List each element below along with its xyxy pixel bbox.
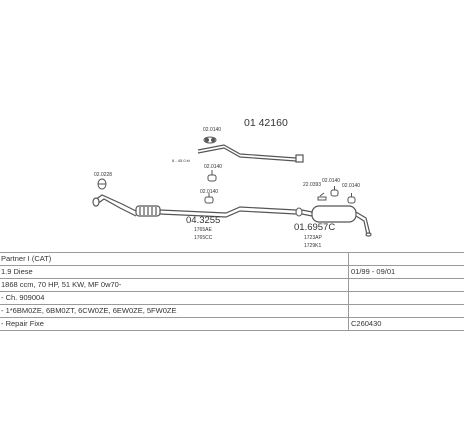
info-row: - 1*6BM0ZE, 6BM0ZT, 6CW0ZE, 6EW0ZE, 5FW0… — [0, 304, 464, 318]
connector-clamp-icon — [295, 207, 303, 217]
clamp-icon — [97, 178, 107, 190]
vehicle-info-table: Partner I (CAT) 1.9 Diese 01/99 - 09/01 … — [0, 252, 464, 331]
part-label-4: 02.0140 — [200, 189, 218, 195]
info-row: 1.9 Diese 01/99 - 09/01 — [0, 265, 464, 279]
info-row-right — [348, 304, 464, 318]
clamp-icon — [317, 192, 327, 201]
info-row-left: 1868 ccm, 70 HP, 51 KW, MF 0w70- — [0, 278, 349, 292]
info-row-left: - Ch. 909004 — [0, 291, 349, 305]
info-row-left: - 1*6BM0ZE, 6BM0ZT, 6CW0ZE, 6EW0ZE, 5FW0… — [0, 304, 349, 318]
part-label-7: 02.0140 — [342, 183, 360, 189]
info-row-right: 01/99 - 09/01 — [348, 265, 464, 279]
info-row: 1868 ccm, 70 HP, 51 KW, MF 0w70- — [0, 278, 464, 292]
upper-pipe-small-label: 8 - 45.0 kt — [172, 158, 191, 163]
info-row: Partner I (CAT) — [0, 252, 464, 266]
info-row-right — [348, 291, 464, 305]
rubber-hanger-icon — [330, 186, 339, 197]
rubber-hanger-icon — [207, 170, 217, 182]
info-row-right — [348, 278, 464, 292]
info-row-left: 1.9 Diese — [0, 265, 349, 279]
middle-pipe — [159, 206, 297, 218]
part-label-6: 02.0140 — [322, 178, 340, 184]
part-label-1: 02.0140 — [203, 127, 221, 133]
rubber-hanger-icon — [204, 193, 214, 204]
part-label-5: 22.0393 — [303, 182, 321, 188]
middle-pipe-note-2: 1765CC — [194, 235, 213, 241]
upper-tail-pipe — [197, 144, 304, 163]
info-row-right — [348, 252, 464, 266]
exhaust-system-diagram: 01 42160 8 - 45.0 kt 02.0140 02.0140 02.… — [92, 117, 372, 249]
info-row: - Ch. 909004 — [0, 291, 464, 305]
middle-pipe-note-1: 1765AE — [194, 227, 212, 233]
rubber-hanger-icon — [203, 136, 217, 144]
info-row-left: - Repair Fixe — [0, 317, 349, 331]
part-label-3: 02.0228 — [94, 172, 112, 178]
rubber-hanger-icon — [347, 193, 356, 204]
info-row-right: C260430 — [348, 317, 464, 331]
info-row: - Repair Fixe C260430 — [0, 317, 464, 331]
rear-silencer-note-2: 1729K1 — [304, 243, 321, 249]
info-row-left: Partner I (CAT) — [0, 252, 349, 266]
middle-pipe-part-number: 04.3255 — [186, 215, 220, 226]
front-pipe-with-catalyst — [92, 194, 161, 217]
assembly-number: 01 42160 — [244, 117, 288, 129]
rear-silencer-part-number: 01.6957C — [294, 222, 335, 233]
part-label-2: 02.0140 — [204, 164, 222, 170]
rear-silencer-note-1: 1723AP — [304, 235, 322, 241]
rear-silencer — [301, 205, 372, 237]
